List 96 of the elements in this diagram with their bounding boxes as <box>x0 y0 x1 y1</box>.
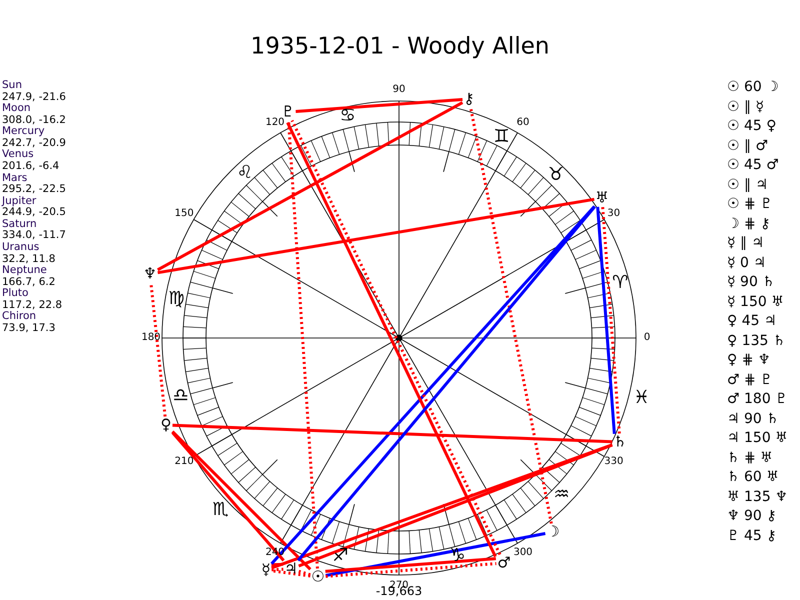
aspect-line <box>325 532 546 577</box>
aspect-entry: ♃ 90 ♄ <box>727 412 779 426</box>
aspect-entry: ☿ ∥ ♃ <box>727 236 764 250</box>
planet-name: Chiron <box>2 311 36 322</box>
aspect-entry: ☉ 60 ☽ <box>727 80 779 94</box>
coordinates-text: 117.2, 22.8 <box>2 300 62 310</box>
aspect-line <box>325 557 496 573</box>
zodiac-sign: ♊ <box>494 128 510 146</box>
aspect-entry: ☉ 45 ♂ <box>727 158 779 172</box>
aspect-entry: ☉ ∥ ☿ <box>727 100 764 114</box>
aspect-entry: ♆ 90 ⚷ <box>727 509 777 523</box>
degree-label: 300 <box>513 548 533 558</box>
coordinates-text: 242.7, -20.9 <box>2 138 66 148</box>
aspect-entry: ♄ 60 ♅ <box>727 470 779 484</box>
planet-name: Mars <box>2 172 28 184</box>
coordinates-text: 308.0, -16.2 <box>2 114 66 126</box>
dotted-aspect-line <box>326 562 496 578</box>
degree-label: 330 <box>604 457 624 467</box>
degree-label: 0 <box>644 333 650 343</box>
aspect-entry: ☉ 45 ♀ <box>727 119 777 133</box>
planet-glyph: ♂ <box>496 554 512 572</box>
degree-label: 180 <box>141 333 161 343</box>
planet-name: Venus <box>2 149 34 160</box>
aspect-entry: ☿ 0 ♃ <box>727 256 766 270</box>
chart-title: 1935-12-01 - Woody Allen <box>250 36 550 58</box>
planet-glyph: ♀ <box>160 416 172 434</box>
planet-name: Moon <box>2 103 31 114</box>
aspect-line <box>171 432 285 562</box>
aspect-line <box>171 430 312 570</box>
planet-glyph: ♃ <box>283 560 299 578</box>
planet-name: Mercury <box>2 126 45 137</box>
zodiac-sign: ♓ <box>634 389 650 408</box>
zodiac-sign: ♐ <box>332 547 349 566</box>
degree-label: 30 <box>607 209 620 219</box>
aspect-line <box>296 98 463 113</box>
planet-glyph: ☉ <box>310 568 326 586</box>
planet-glyph: ♄ <box>612 434 628 450</box>
aspect-entry: ♃ 150 ♅ <box>727 431 788 445</box>
coordinates-text: 32.2, 11.8 <box>2 254 56 264</box>
aspect-entry: ♂ 180 ♇ <box>727 392 788 406</box>
aspect-entry: ♂ ⋕ ♇ <box>727 372 773 386</box>
degree-label: 150 <box>174 209 194 219</box>
aspect-entry: ♄ ⋕ ♅ <box>727 450 773 464</box>
dotted-aspect-line <box>298 570 311 576</box>
degree-label: 60 <box>516 118 530 128</box>
aspect-line <box>157 198 595 274</box>
zodiac-sign: ♒ <box>554 486 570 504</box>
dotted-aspect-line <box>469 107 553 524</box>
zodiac-sign: ♋ <box>340 106 356 125</box>
planet-name: Pluto <box>2 288 28 299</box>
zodiac-sign: ♎ <box>172 387 189 406</box>
aspect-entry: ☿ 150 ♅ <box>727 294 784 308</box>
zodiac-sign: ♈ <box>612 274 628 292</box>
zodiac-sign: ♏ <box>212 501 229 520</box>
aspect-entry: ☉ ∥ ♂ <box>727 138 768 152</box>
aspect-entry: ☿ 90 ♄ <box>727 275 775 289</box>
coordinates-text: 244.9, -20.5 <box>2 207 66 218</box>
coordinates-text: 73.9, 17.3 <box>2 322 56 334</box>
aspect-line <box>157 101 464 272</box>
coordinates-text: 166.7, 6.2 <box>2 276 56 288</box>
dotted-aspect-line <box>271 569 310 578</box>
planet-name: Neptune <box>2 265 47 276</box>
planet-glyph: ☽ <box>545 524 561 540</box>
zodiac-sign: ♍ <box>168 290 184 308</box>
aspect-entry: ♇ 45 ⚷ <box>727 528 777 542</box>
degree-label: 210 <box>174 457 194 467</box>
aspect-entry: ♀ 135 ♄ <box>727 334 786 348</box>
aspect-entry: ♅ 135 ♆ <box>727 490 788 504</box>
coordinates-text: 334.0, -11.7 <box>2 230 66 241</box>
dotted-aspect-line <box>287 120 319 569</box>
coordinates-text: 201.6, -6.4 <box>2 160 60 172</box>
dotted-aspect-line <box>601 206 621 434</box>
aspect-line <box>172 424 612 444</box>
zodiac-sign: ♌ <box>236 164 253 182</box>
aspect-entry: ☉ ⋕ ♇ <box>727 197 773 211</box>
planet-name: Jupiter <box>2 196 36 206</box>
dotted-aspect-line <box>149 282 167 417</box>
planet-name: Uranus <box>2 242 40 252</box>
coordinates-text: 295.2, -22.5 <box>2 184 66 195</box>
aspect-entry: ☽ ⋕ ⚷ <box>727 216 770 230</box>
degree-label: 90 <box>392 85 406 95</box>
aspect-entry: ☉ ∥ ♃ <box>727 178 768 192</box>
aspect-line <box>271 562 284 566</box>
coordinates-text: 247.9, -21.6 <box>2 92 66 102</box>
planet-name: Sun <box>2 80 22 90</box>
zodiac-sign: ♉ <box>548 166 564 184</box>
planet-glyph: ☿ <box>260 562 272 578</box>
aspect-entry: ♀ ⋕ ♆ <box>727 353 770 367</box>
degree-label: 120 <box>265 118 285 128</box>
dotted-aspect-line <box>272 568 284 572</box>
planet-glyph: ♅ <box>594 190 610 206</box>
planet-glyph: ♆ <box>142 266 158 282</box>
aspect-entry: ♀ 45 ♃ <box>727 314 777 328</box>
planet-name: Saturn <box>2 218 37 230</box>
planet-glyph: ⚷ <box>462 90 476 108</box>
aspect-line <box>596 206 616 434</box>
